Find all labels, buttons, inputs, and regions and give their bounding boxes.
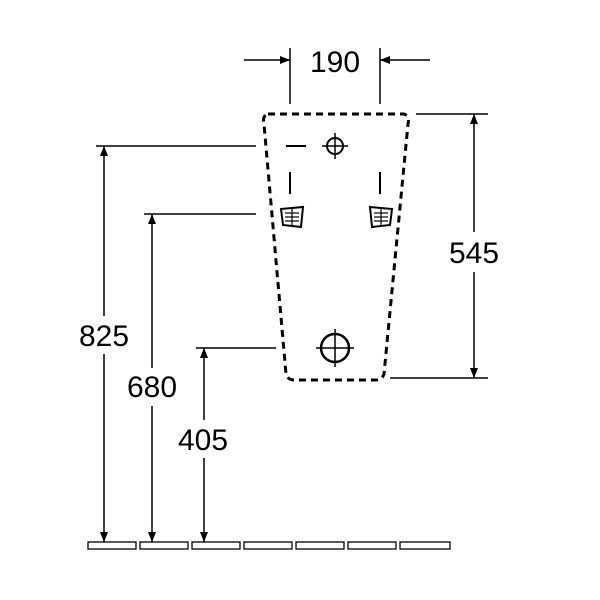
left-bracket-icon	[279, 205, 305, 229]
floor-line	[87, 541, 451, 550]
height-680-dimension: 680	[122, 213, 256, 542]
height-680-label: 680	[127, 371, 177, 404]
total-height-label: 545	[449, 237, 499, 270]
total-height-dimension: 545	[390, 113, 504, 379]
top-fixing-hole	[322, 133, 348, 159]
top-width-label: 190	[310, 46, 360, 79]
height-825-dimension: 825	[74, 145, 256, 542]
height-825-label: 825	[79, 320, 129, 353]
height-405-dimension: 405	[172, 347, 276, 542]
right-bracket-icon	[368, 205, 394, 229]
top-width-dimension: 190	[244, 46, 430, 104]
height-405-label: 405	[178, 424, 228, 457]
urinal-outline	[262, 112, 410, 382]
outlet-hole	[316, 329, 354, 367]
